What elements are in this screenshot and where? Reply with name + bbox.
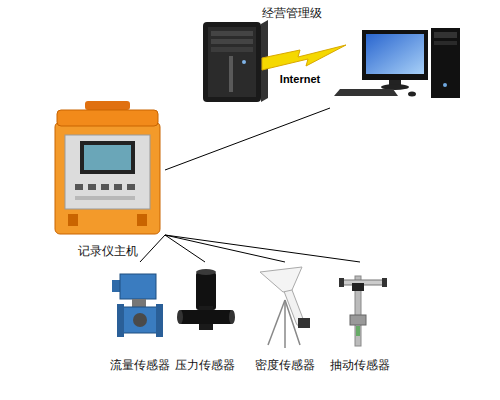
density-sensor-figure xyxy=(260,267,310,348)
flow-sensor-figure xyxy=(112,274,163,337)
connector-line xyxy=(165,108,330,170)
desktop-pc xyxy=(334,28,460,98)
flow-sensor: 流量传感器 xyxy=(108,262,172,374)
pressure-sensor: 压力传感器 xyxy=(173,262,237,374)
internet-bolt xyxy=(262,45,346,70)
node-label: 抽动传感器 xyxy=(330,358,390,372)
node-label: 压力传感器 xyxy=(175,358,235,372)
recorder-case xyxy=(55,101,160,234)
stroke-sensor: 抽动传感器 xyxy=(328,262,392,374)
recorder-host: 记录仪主机 xyxy=(50,100,165,260)
node-label: 密度传感器 xyxy=(255,358,315,372)
node-label: 记录仪主机 xyxy=(78,244,138,258)
pressure-sensor-figure xyxy=(177,269,235,330)
stroke-sensor-figure xyxy=(339,276,387,346)
management-level: 经营管理级 xyxy=(195,3,465,108)
connector-line xyxy=(165,235,285,262)
node-label: 经营管理级 xyxy=(262,6,322,20)
density-sensor: 密度传感器 xyxy=(253,262,317,374)
connector-line xyxy=(165,235,360,262)
node-label: 流量传感器 xyxy=(110,358,170,372)
connector-line xyxy=(140,235,165,262)
server-tower xyxy=(203,20,268,102)
network-label: Internet xyxy=(280,73,320,86)
